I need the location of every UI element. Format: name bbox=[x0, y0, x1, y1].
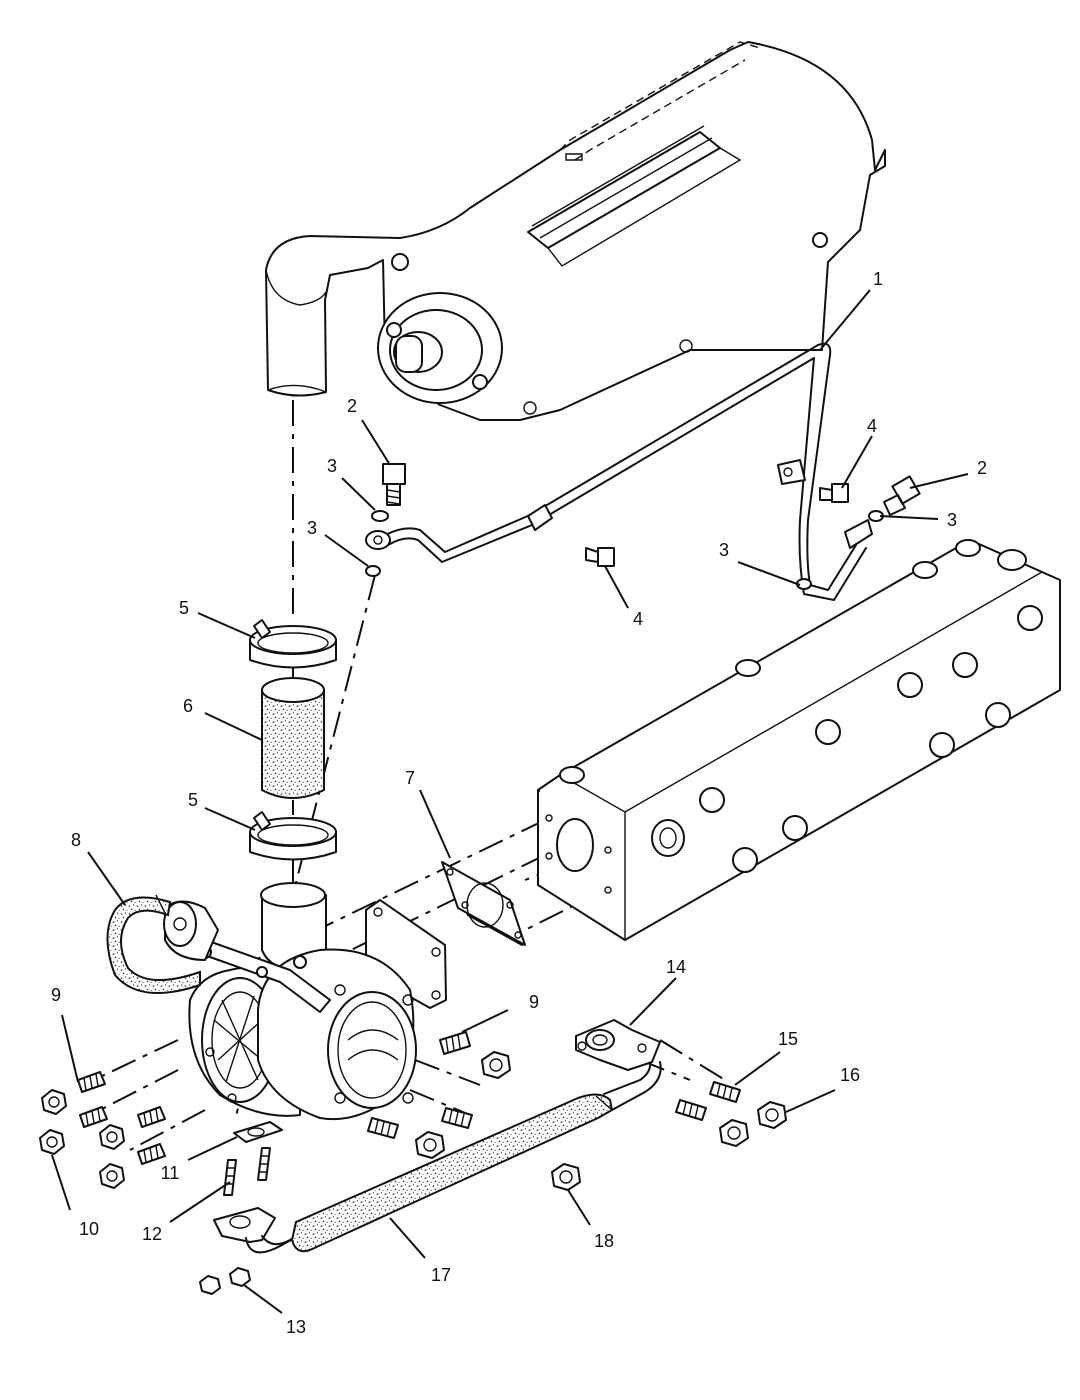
nuts-left bbox=[39, 1089, 125, 1189]
callout-2-left: 2 bbox=[347, 396, 357, 416]
leader-lines bbox=[51, 289, 969, 1314]
actuator-hose bbox=[106, 894, 201, 994]
hose-clamp-lower bbox=[249, 811, 337, 861]
drain-nuts bbox=[199, 1267, 251, 1295]
clip-bolt-upper bbox=[819, 483, 849, 503]
nuts-right bbox=[719, 1101, 787, 1147]
callout-16: 16 bbox=[840, 1065, 860, 1085]
callout-13: 13 bbox=[286, 1317, 306, 1337]
callout-9-left: 9 bbox=[51, 985, 61, 1005]
studs-right bbox=[675, 1081, 741, 1121]
studs-left bbox=[77, 1071, 166, 1165]
air-intake-housing bbox=[265, 41, 886, 421]
hose-sleeve bbox=[261, 677, 325, 799]
studs-turbine bbox=[367, 1031, 581, 1191]
manifold-ports bbox=[651, 605, 1043, 873]
callout-18: 18 bbox=[594, 1231, 614, 1251]
drain-gasket bbox=[233, 1121, 283, 1143]
callout-5-upper: 5 bbox=[179, 598, 189, 618]
callout-2-right: 2 bbox=[977, 458, 987, 478]
callout-7: 7 bbox=[405, 768, 415, 788]
callout-4-upper: 4 bbox=[867, 416, 877, 436]
drain-flange bbox=[575, 1019, 661, 1071]
callout-11: 11 bbox=[161, 1163, 180, 1183]
clip-bolt-lower bbox=[585, 547, 615, 567]
callout-12: 12 bbox=[142, 1224, 162, 1244]
callout-3-upper-left: 3 bbox=[327, 456, 337, 476]
callout-9-right: 9 bbox=[529, 992, 539, 1012]
hose-clamp-upper bbox=[249, 619, 337, 669]
callout-labels: 1 2 2 3 3 3 3 4 4 5 5 6 7 8 9 9 10 11 12… bbox=[51, 269, 987, 1337]
callout-3-lower-right: 3 bbox=[719, 540, 729, 560]
banjo-bolt-left bbox=[382, 463, 406, 506]
callout-17: 17 bbox=[431, 1265, 451, 1285]
callout-3-lower-left: 3 bbox=[307, 518, 317, 538]
exhaust-manifold bbox=[537, 539, 1061, 941]
manifold-gasket bbox=[441, 861, 526, 946]
banjo-bolt-right bbox=[883, 475, 921, 516]
callout-14: 14 bbox=[666, 957, 686, 977]
callout-3-right: 3 bbox=[947, 510, 957, 530]
callout-10: 10 bbox=[79, 1219, 99, 1239]
drain-studs bbox=[223, 1147, 271, 1196]
callout-5-lower: 5 bbox=[188, 790, 198, 810]
callout-15: 15 bbox=[778, 1029, 798, 1049]
callout-6: 6 bbox=[183, 696, 193, 716]
callout-1: 1 bbox=[873, 269, 883, 289]
turbocharger bbox=[163, 882, 447, 1121]
callout-8: 8 bbox=[71, 830, 81, 850]
callout-4-lower: 4 bbox=[633, 609, 643, 629]
